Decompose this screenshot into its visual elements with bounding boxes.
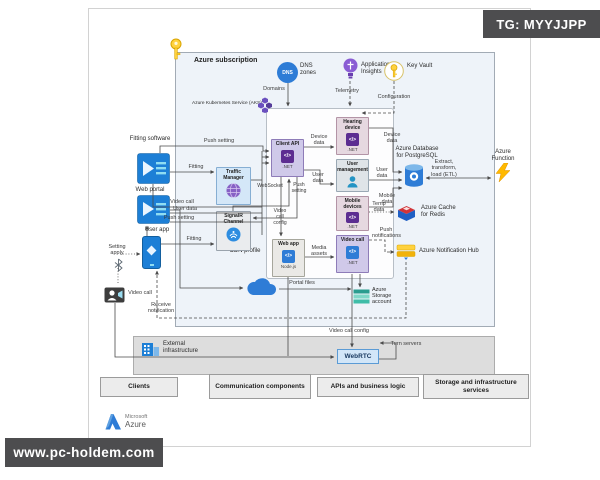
- edge-label-receive-notification: Receive notification: [147, 302, 175, 315]
- storage-account-label: Azure Storage account: [372, 287, 392, 306]
- video-call-box: Video call </> .NET: [336, 235, 369, 273]
- aks-title: Azure Kubernetes Service (AKS): [192, 101, 262, 106]
- mobile-devices-title: Mobile devices: [343, 198, 362, 210]
- user-management-box: User management: [336, 159, 369, 192]
- redis-cache-label: Azure Cache for Redis: [421, 205, 456, 218]
- web-app-box: Web app </> Node.js: [272, 239, 305, 277]
- legend-communication-components: Communication components: [209, 374, 311, 399]
- fitting-software-label: Fitting software: [129, 136, 171, 142]
- edge-label-video-call-left: Video call: [170, 199, 194, 205]
- signalr-channel-box: SignalR Channel: [216, 211, 251, 251]
- traffic-manager-icon: [226, 183, 241, 198]
- diagram-canvas-frame: [88, 8, 531, 447]
- edge-label-user-data-left: User data: [173, 206, 197, 212]
- user-management-title: User management: [337, 161, 368, 173]
- dotnet-icon: </>: [281, 149, 294, 163]
- application-insights-label: Application Insights: [361, 62, 391, 75]
- watermark: www.pc-holdem.com: [5, 438, 163, 467]
- azure-logo: Microsoft Azure: [102, 413, 147, 431]
- client-api-title: Client API: [275, 141, 300, 147]
- edge-label-user-data-db: User data: [376, 167, 388, 180]
- aks-icon: [258, 97, 272, 113]
- cdn-profile-label: CDN profile: [229, 248, 261, 254]
- application-insights-icon: [343, 58, 358, 79]
- azure-subscription-title: Azure subscription: [194, 57, 258, 64]
- client-api-box: Client API </> .NET: [271, 139, 304, 177]
- mobile-devices-runtime: .NET: [347, 224, 358, 229]
- hearing-device-runtime: .NET: [347, 147, 358, 152]
- edge-label-portal-files: Portal files: [289, 280, 315, 286]
- subscription-key-icon: [170, 38, 182, 60]
- edge-label-telemetry: Telemetry: [335, 88, 359, 94]
- dotnet-icon: </>: [346, 212, 359, 223]
- edge-label-device-data-api: Device data: [310, 134, 328, 147]
- video-call-person-icon: [104, 287, 125, 303]
- fitting-software-icon: [137, 153, 170, 184]
- web-portal-label: Web portal: [135, 187, 165, 193]
- mobile-devices-box: Mobile devices </> .NET: [336, 196, 369, 231]
- user-app-icon: [142, 236, 161, 269]
- edge-label-push-setting-fitting: Push setting: [203, 138, 235, 144]
- edge-label-video-call-config-api: Video call config: [273, 208, 287, 226]
- edge-label-temp-data: Temp data: [372, 201, 386, 214]
- legend-clients: Clients: [100, 377, 178, 397]
- edge-label-turn-servers: Turn servers: [390, 341, 422, 347]
- notification-hub-label: Azure Notification Hub: [419, 248, 479, 254]
- cdn-cloud-icon: [247, 278, 277, 295]
- traffic-manager-title: Traffic Manager: [223, 169, 244, 181]
- edge-label-fitting: Fitting: [188, 164, 204, 170]
- postgres-icon: [405, 164, 423, 187]
- edge-label-push-notifications: Push notifications: [372, 227, 402, 240]
- azure-logo-icon: [105, 414, 121, 430]
- edge-label-domains: Domains: [263, 86, 285, 92]
- postgres-label: Azure Database for PostgreSQL: [395, 146, 439, 159]
- edge-label-fitting-app: Fitting: [186, 236, 202, 242]
- dotnet-icon: </>: [346, 245, 359, 259]
- nodejs-icon: </>: [282, 249, 295, 263]
- key-vault-icon: [384, 61, 404, 81]
- edge-label-setting-apply: Setting apply: [108, 244, 126, 257]
- azure-function-icon: [495, 163, 511, 182]
- edge-label-push-setting-portal: Push setting: [163, 215, 195, 221]
- signalr-channel-title: SignalR Channel: [223, 213, 244, 225]
- edge-label-configuration: Configuration: [377, 94, 411, 100]
- azure-logo-product: Azure: [125, 419, 146, 429]
- video-call-title: Video call: [340, 237, 365, 243]
- edge-label-user-data-api: User data: [312, 172, 324, 185]
- tag-badge: TG: MYYJJPP: [483, 10, 600, 38]
- dotnet-icon: </>: [346, 133, 359, 146]
- client-api-runtime: .NET: [282, 163, 293, 169]
- azure-logo-brand: Microsoft: [125, 413, 148, 420]
- edge-label-video-call-bottom: Video call: [128, 290, 152, 296]
- external-infrastructure-label: External infrastructure: [163, 341, 199, 354]
- storage-account-icon: [353, 289, 370, 304]
- bluetooth-icon: [114, 258, 123, 272]
- user-icon: [347, 176, 358, 188]
- dns-zones-icon: DNS: [277, 62, 298, 83]
- edge-label-device-data-db: Device data: [383, 132, 401, 145]
- traffic-manager-box: Traffic Manager: [216, 167, 251, 205]
- building-icon: [142, 343, 159, 356]
- dns-zones-label: DNS zones: [300, 63, 317, 76]
- edge-label-websocket: WebSocket: [257, 183, 283, 189]
- key-vault-label: Key Vault: [407, 63, 433, 69]
- edge-label-push-setting-api: Push setting: [291, 182, 307, 194]
- webrtc-box: WebRTC: [337, 349, 379, 364]
- legend-apis-business-logic: APIs and business logic: [317, 377, 419, 397]
- web-app-title: Web app: [278, 241, 299, 247]
- edge-label-etl: Extract, transform, load (ETL): [431, 159, 457, 178]
- user-app-label: User app: [144, 227, 170, 233]
- edge-label-media-assets: Media assets: [311, 245, 327, 258]
- notification-hub-icon: [396, 244, 416, 260]
- web-app-runtime: Node.js: [280, 263, 297, 269]
- edge-label-video-call-config-webrtc: Video call config: [329, 328, 369, 334]
- azure-function-label: Azure Function: [491, 149, 515, 162]
- legend-storage-infrastructure: Storage and infrastructure services: [423, 374, 529, 399]
- hearing-device-title: Hearing device: [343, 119, 362, 131]
- hearing-device-box: Hearing device </> .NET: [336, 117, 369, 155]
- redis-cache-icon: [398, 206, 415, 221]
- signalr-icon: [226, 227, 241, 242]
- video-call-runtime: .NET: [347, 259, 358, 265]
